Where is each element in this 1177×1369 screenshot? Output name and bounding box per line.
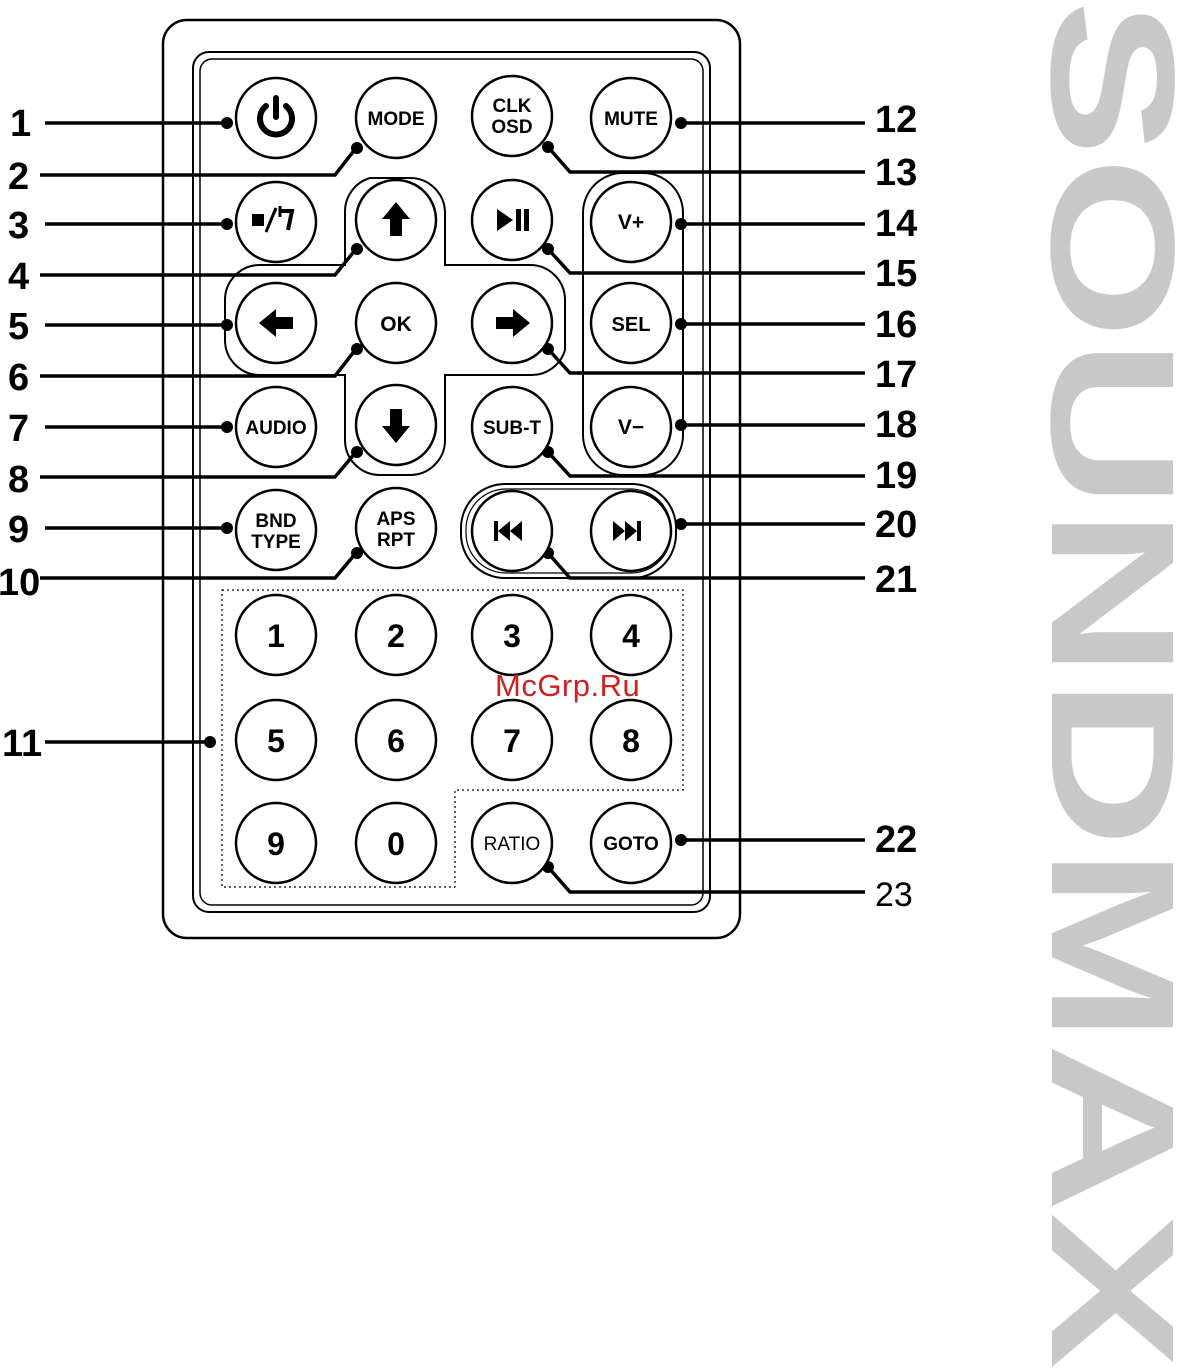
callout-17: 17 [875,354,917,396]
select-button[interactable]: SEL [591,283,671,363]
digit-button-9[interactable]: 9 [236,803,316,883]
ok-label: OK [380,313,412,336]
vminus-label: V− [618,416,644,439]
osd-label: OSD [491,117,532,138]
left-button[interactable] [236,283,316,363]
volume-up-button[interactable]: V+ [591,182,671,262]
digit-button-7[interactable]: 7 [472,700,552,780]
callouts-left: 1 2 3 4 5 6 7 8 9 10 11 [0,103,42,765]
next-button[interactable] [591,491,671,571]
digit-button-0[interactable]: 0 [356,803,436,883]
digit-label: 6 [387,723,405,759]
bnd-label: BND [255,511,296,532]
volume-down-button[interactable]: V− [591,387,671,467]
play-pause-button[interactable] [472,180,552,260]
callout-15: 15 [875,253,917,295]
callout-13: 13 [875,152,917,194]
digit-label: 0 [387,826,405,862]
digit-label: 9 [267,826,285,862]
digit-label: 7 [503,723,521,759]
band-type-button[interactable]: BND TYPE [236,490,316,570]
digit-button-5[interactable]: 5 [236,700,316,780]
subtitle-button[interactable]: SUB-T [472,387,552,467]
callout-8: 8 [8,459,29,501]
watermark: McGrp.Ru [495,668,640,704]
down-button[interactable] [356,385,436,465]
callout-1: 1 [10,103,31,145]
digit-label: 2 [387,618,405,654]
ratio-label: RATIO [484,834,541,855]
digit-button-4[interactable]: 4 [591,595,671,675]
goto-label: GOTO [603,834,659,855]
stop-return-button[interactable] [236,182,316,262]
callout-5: 5 [8,306,29,348]
digit-label: 8 [622,723,640,759]
callout-22: 22 [875,819,917,861]
digit-label: 1 [267,618,285,654]
power-button[interactable] [236,78,316,158]
callout-14: 14 [875,203,917,245]
digit-button-1[interactable]: 1 [236,595,316,675]
audio-button[interactable]: AUDIO [236,387,316,467]
aps-rpt-button[interactable]: APS RPT [356,488,436,568]
digit-label: 4 [622,618,640,654]
digit-label: 3 [503,618,521,654]
callout-11: 11 [2,723,42,765]
goto-button[interactable]: GOTO [591,803,671,883]
callout-6: 6 [8,357,29,399]
callout-16: 16 [875,304,917,346]
clk-osd-button[interactable]: CLK OSD [472,76,552,156]
callout-19: 19 [875,455,917,497]
ratio-button[interactable]: RATIO [472,803,552,883]
callout-4: 4 [8,256,29,298]
callout-2: 2 [8,156,29,198]
digit-label: 5 [267,723,285,759]
up-button[interactable] [356,180,436,260]
right-button[interactable] [472,283,552,363]
callout-3: 3 [8,205,29,247]
callout-10: 10 [0,562,40,604]
mode-label: MODE [368,109,425,130]
type-label: TYPE [251,532,301,553]
brand-logo: SOUNDMAX [1040,0,1177,1369]
callout-21: 21 [875,559,917,601]
callout-7: 7 [8,408,29,450]
digit-button-6[interactable]: 6 [356,700,436,780]
vplus-label: V+ [618,211,644,234]
aps-label: APS [376,509,415,530]
clk-label: CLK [492,96,531,117]
audio-label: AUDIO [245,418,306,439]
callout-20: 20 [875,504,917,546]
callout-9: 9 [8,509,29,551]
callout-23: 23 [875,876,913,914]
sel-label: SEL [612,314,651,336]
digit-button-3[interactable]: 3 [472,595,552,675]
remote-body [163,20,740,938]
callout-18: 18 [875,404,917,446]
previous-button[interactable] [472,491,552,571]
digit-button-2[interactable]: 2 [356,595,436,675]
ok-button[interactable]: OK [356,283,436,363]
mode-button[interactable]: MODE [356,78,436,158]
mute-button[interactable]: MUTE [591,78,671,158]
subt-label: SUB-T [483,418,541,439]
callouts-right: 12 13 14 15 16 17 18 19 20 21 22 23 [875,99,917,914]
digit-button-8[interactable]: 8 [591,700,671,780]
callout-12: 12 [875,99,917,141]
mute-label: MUTE [604,109,658,130]
rpt-label: RPT [377,530,415,551]
brand-text: SOUNDMAX [1040,0,1177,1369]
